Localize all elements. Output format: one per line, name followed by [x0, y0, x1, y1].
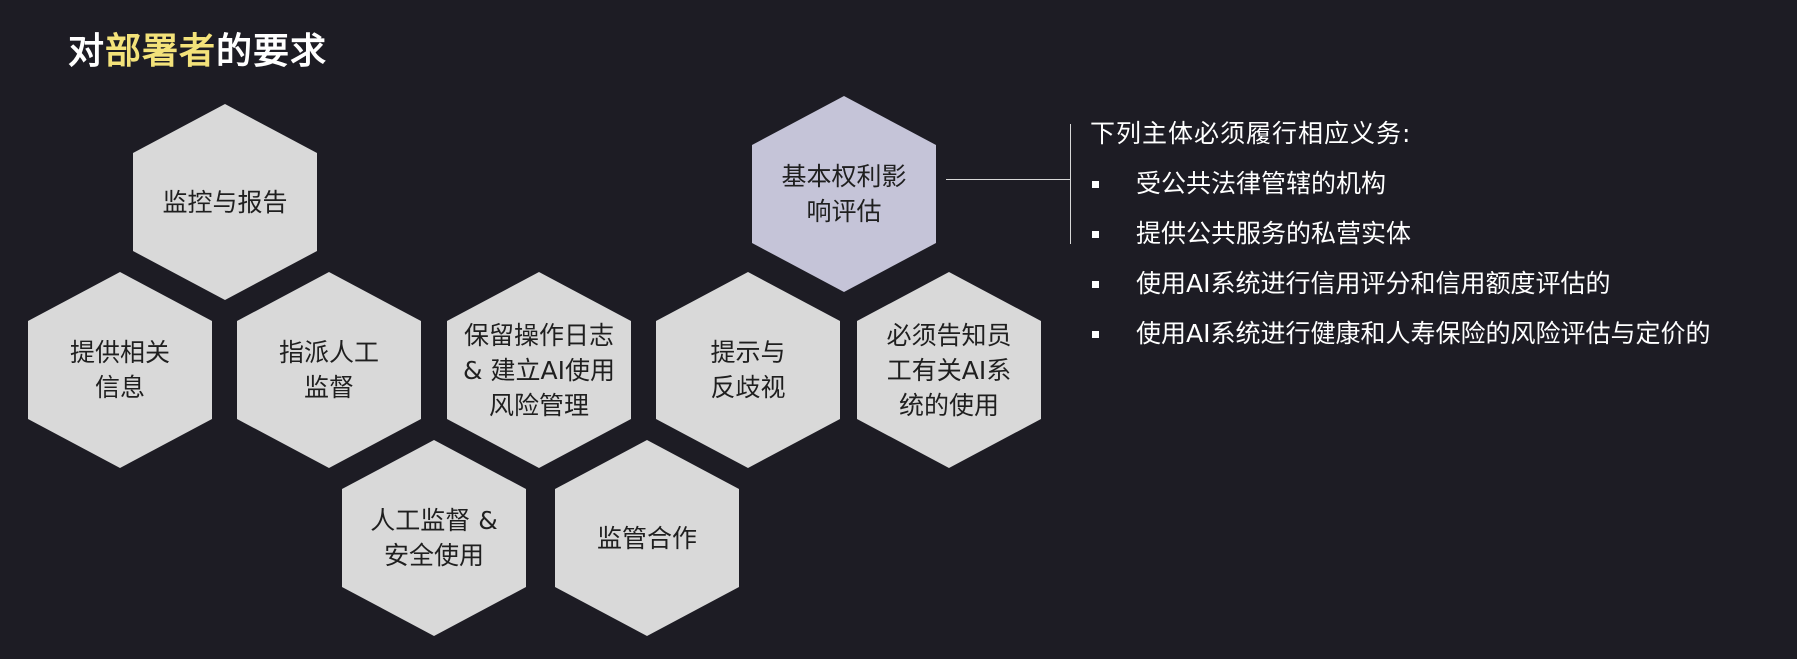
- list-item: 使用AI系统进行信用评分和信用额度评估的: [1090, 268, 1710, 300]
- title-suffix: 的要求: [216, 31, 328, 72]
- hexagon-anti-discrimination: 提示与 反歧视: [656, 272, 840, 468]
- hexagon-label: 基本权利影 响评估: [781, 162, 907, 226]
- page-title: 对部署者的要求: [68, 22, 327, 74]
- square-bullet-icon: [1092, 181, 1099, 188]
- hexagon-logs-risk: 保留操作日志 & 建立AI使用 风险管理: [447, 272, 631, 468]
- hexagon-human-oversight: 人工监督 & 安全使用: [342, 440, 526, 636]
- hexagon-provide-info: 提供相关 信息: [28, 272, 212, 468]
- hexagon-label: 监控与报告: [162, 187, 288, 217]
- list-item: 提供公共服务的私营实体: [1090, 218, 1710, 250]
- obligation-panel: 下列主体必须履行相应义务: 受公共法律管辖的机构提供公共服务的私营实体使用AI系…: [1090, 118, 1710, 350]
- hexagon-regulatory-coop: 监管合作: [555, 440, 739, 636]
- hexagon-label: 保留操作日志 & 建立AI使用 风险管理: [463, 320, 615, 420]
- title-prefix: 对: [68, 31, 106, 72]
- square-bullet-icon: [1092, 331, 1099, 338]
- list-item-text: 提供公共服务的私营实体: [1136, 219, 1412, 248]
- hexagon-label: 监管合作: [596, 523, 697, 553]
- list-item: 受公共法律管辖的机构: [1090, 168, 1710, 200]
- hexagon-assign-oversight: 指派人工 监督: [237, 272, 421, 468]
- hexagon-label: 提示与 反歧视: [710, 338, 786, 402]
- list-item-text: 使用AI系统进行健康和人寿保险的风险评估与定价的: [1136, 319, 1711, 348]
- bracket-line: [1070, 124, 1071, 244]
- square-bullet-icon: [1092, 281, 1099, 288]
- hexagon-inform-employees: 必须告知员 工有关AI系 统的使用: [857, 272, 1041, 468]
- list-item: 使用AI系统进行健康和人寿保险的风险评估与定价的: [1090, 318, 1710, 350]
- list-item-text: 使用AI系统进行信用评分和信用额度评估的: [1136, 269, 1611, 298]
- hexagon-label: 必须告知员 工有关AI系 统的使用: [886, 320, 1012, 420]
- connector-line: [946, 179, 1070, 180]
- square-bullet-icon: [1092, 231, 1099, 238]
- hexagon-monitor-report: 监控与报告: [133, 104, 317, 300]
- hexagon-rights-impact: 基本权利影 响评估: [752, 96, 936, 292]
- panel-heading: 下列主体必须履行相应义务:: [1090, 119, 1412, 148]
- hexagon-label: 指派人工 监督: [278, 338, 379, 402]
- title-highlight: 部署者: [105, 31, 217, 72]
- hexagon-label: 人工监督 & 安全使用: [370, 506, 498, 570]
- list-item-text: 受公共法律管辖的机构: [1136, 169, 1387, 198]
- hexagon-label: 提供相关 信息: [69, 338, 170, 402]
- obligation-list: 受公共法律管辖的机构提供公共服务的私营实体使用AI系统进行信用评分和信用额度评估…: [1090, 168, 1710, 350]
